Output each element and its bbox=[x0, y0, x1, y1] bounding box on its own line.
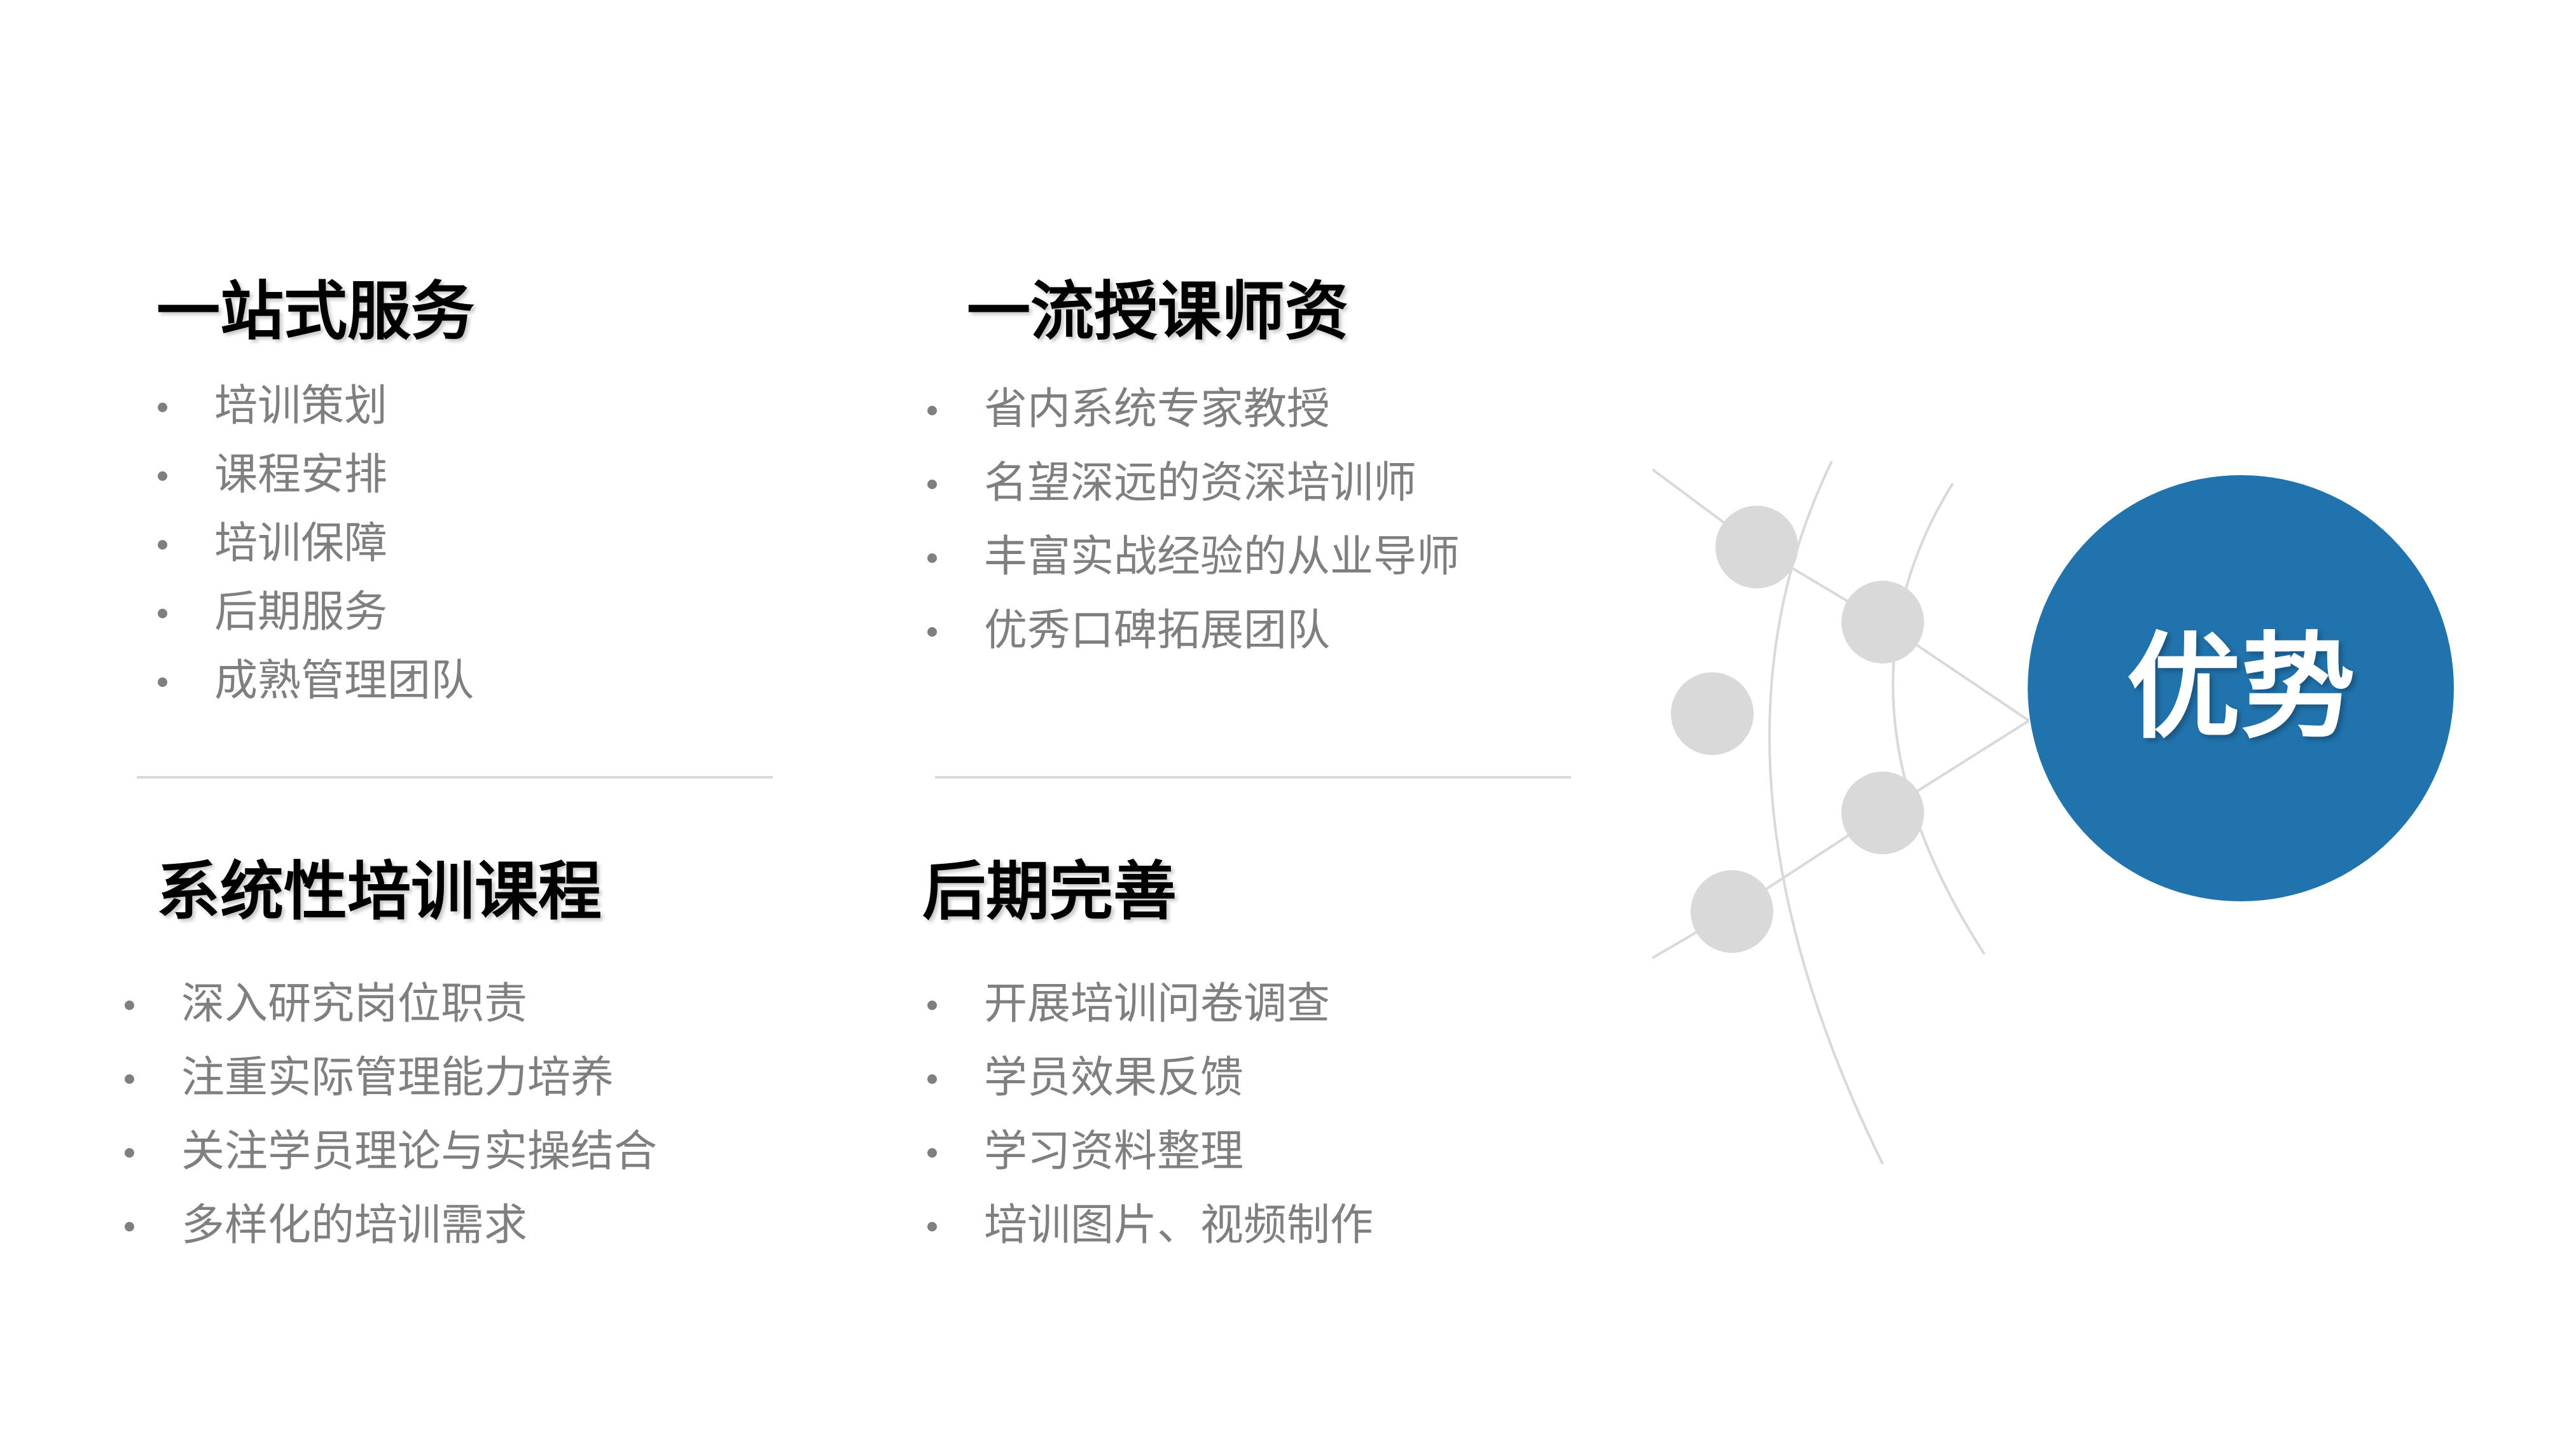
one-stop-service-list: 培训策划 课程安排 培训保障 后期服务 成熟管理团队 bbox=[158, 385, 474, 728]
bullet-dot bbox=[927, 627, 937, 637]
bullet-dot bbox=[125, 1074, 134, 1084]
bullet-dot bbox=[927, 1074, 937, 1084]
list-item: 关注学员理论与实操结合 bbox=[125, 1130, 657, 1204]
bullet-dot bbox=[158, 471, 167, 481]
network-node bbox=[1715, 506, 1798, 588]
list-item: 培训策划 bbox=[158, 385, 474, 454]
bullet-dot bbox=[927, 1148, 937, 1158]
follow-up-list: 开展培训问卷调查 学员效果反馈 学习资料整理 培训图片、视频制作 bbox=[927, 983, 1373, 1278]
top-teachers-list: 省内系统专家教授 名望深远的资深培训师 丰富实战经验的从业导师 优秀口碑拓展团队 bbox=[927, 388, 1460, 683]
list-item: 学员效果反馈 bbox=[927, 1057, 1373, 1130]
list-item: 注重实际管理能力培养 bbox=[125, 1057, 657, 1130]
bullet-dot bbox=[125, 1148, 134, 1158]
list-item: 后期服务 bbox=[158, 591, 474, 660]
bullet-dot bbox=[927, 480, 937, 489]
bullet-dot bbox=[158, 540, 167, 550]
list-item: 省内系统专家教授 bbox=[927, 388, 1460, 462]
list-item: 培训保障 bbox=[158, 522, 474, 591]
list-item: 学习资料整理 bbox=[927, 1130, 1373, 1204]
bullet-dot bbox=[927, 1222, 937, 1231]
section-title-follow-up: 后期完善 bbox=[922, 854, 1177, 929]
section-title-one-stop-service: 一站式服务 bbox=[156, 274, 474, 349]
advantage-label: 优势 bbox=[2126, 621, 2355, 754]
network-node bbox=[1841, 772, 1924, 854]
divider-left bbox=[137, 776, 773, 779]
network-node bbox=[1671, 672, 1754, 755]
bullet-dot bbox=[158, 609, 167, 618]
list-item: 开展培训问卷调查 bbox=[927, 983, 1373, 1057]
network-node bbox=[1841, 581, 1924, 663]
bullet-dot bbox=[125, 1001, 134, 1010]
list-item: 优秀口碑拓展团队 bbox=[927, 609, 1460, 683]
list-item: 多样化的培训需求 bbox=[125, 1204, 657, 1278]
list-item: 成熟管理团队 bbox=[158, 660, 474, 728]
list-item: 名望深远的资深培训师 bbox=[927, 462, 1460, 536]
bullet-dot bbox=[927, 1001, 937, 1010]
bullet-dot bbox=[927, 406, 937, 415]
bullet-dot bbox=[927, 553, 937, 563]
arc-line bbox=[1892, 482, 1986, 955]
section-title-top-teachers: 一流授课师资 bbox=[967, 274, 1348, 349]
network-node bbox=[1691, 870, 1773, 953]
divider-right bbox=[935, 776, 1571, 779]
bullet-dot bbox=[158, 403, 167, 412]
bullet-dot bbox=[125, 1222, 134, 1231]
list-item: 丰富实战经验的从业导师 bbox=[927, 536, 1460, 609]
list-item: 深入研究岗位职责 bbox=[125, 983, 657, 1057]
list-item: 课程安排 bbox=[158, 454, 474, 522]
systematic-curriculum-list: 深入研究岗位职责 注重实际管理能力培养 关注学员理论与实操结合 多样化的培训需求 bbox=[125, 983, 657, 1278]
section-title-systematic-curriculum: 系统性培训课程 bbox=[156, 854, 602, 929]
bullet-dot bbox=[158, 677, 167, 687]
advantage-badge: 优势 bbox=[2028, 475, 2454, 901]
list-item: 培训图片、视频制作 bbox=[927, 1204, 1373, 1278]
